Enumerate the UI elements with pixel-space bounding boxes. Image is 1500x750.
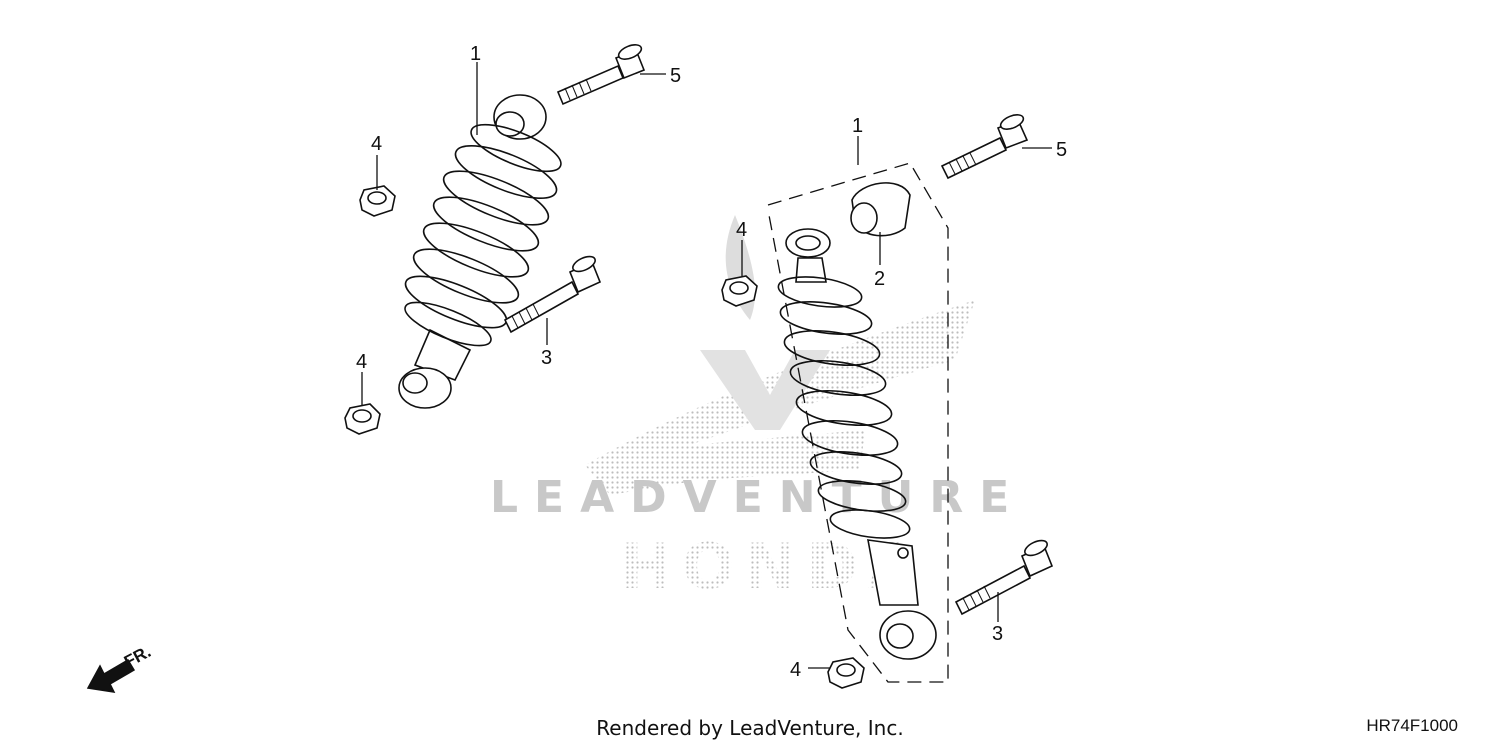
callout-right-shock: 1: [852, 115, 863, 137]
leader-lines: [361, 62, 1052, 669]
right-bushing[interactable]: [850, 182, 911, 237]
callout-left-nut-bottom: 4: [356, 351, 367, 373]
callout-right-nut-top: 4: [736, 219, 747, 241]
callout-right-nut-bottom: 4: [790, 659, 801, 681]
front-direction-indicator: FR.: [86, 642, 154, 693]
right-bottom-bolt[interactable]: [954, 537, 1054, 616]
watermark-v-mark: [700, 350, 830, 430]
left-bottom-bolt[interactable]: [503, 253, 602, 334]
right-shock-absorber[interactable]: [776, 228, 937, 660]
callout-right-bolt-top: 5: [1056, 139, 1067, 161]
left-top-nut[interactable]: [359, 185, 396, 217]
watermark-text: LEADVENTURE: [490, 472, 1025, 523]
right-top-bolt-shank: [940, 136, 1008, 180]
callout-left-bolt-bottom: 3: [541, 347, 552, 369]
right-shock-spring: [777, 276, 911, 539]
front-arrow-icon: [86, 658, 136, 693]
callout-left-bolt-top: 5: [670, 65, 681, 87]
watermark-brand-text: HONDA: [620, 530, 926, 603]
callout-right-bushing: 2: [874, 268, 885, 290]
footer-credit: Rendered by LeadVenture, Inc.: [596, 716, 904, 740]
callout-left-nut-top: 4: [371, 133, 382, 155]
callout-right-bolt-bottom: 3: [992, 623, 1003, 645]
left-top-bolt[interactable]: [556, 42, 646, 106]
left-shock-spring: [404, 123, 562, 347]
right-bottom-nut[interactable]: [827, 657, 865, 689]
callout-left-shock: 1: [470, 43, 481, 65]
left-shock-absorber[interactable]: [398, 94, 566, 409]
left-shock-top-eye-bore: [495, 111, 525, 137]
left-bottom-nut[interactable]: [344, 403, 381, 435]
right-top-nut[interactable]: [721, 275, 758, 307]
right-shock-group-outline: [767, 162, 949, 683]
left-top-bolt-shank: [556, 64, 625, 106]
right-top-bolt[interactable]: [940, 112, 1029, 180]
right-shock-top-mount: [795, 257, 827, 283]
right-bushing-bore: [850, 202, 878, 234]
left-shock-bottom-eye-bore: [402, 372, 428, 394]
callouts: 1 5 4 3 4 1 5 4 2 3 4: [356, 43, 1067, 681]
diagram-code: HR74F1000: [1366, 716, 1458, 735]
right-shock-bottom-eye-bore: [886, 623, 914, 649]
